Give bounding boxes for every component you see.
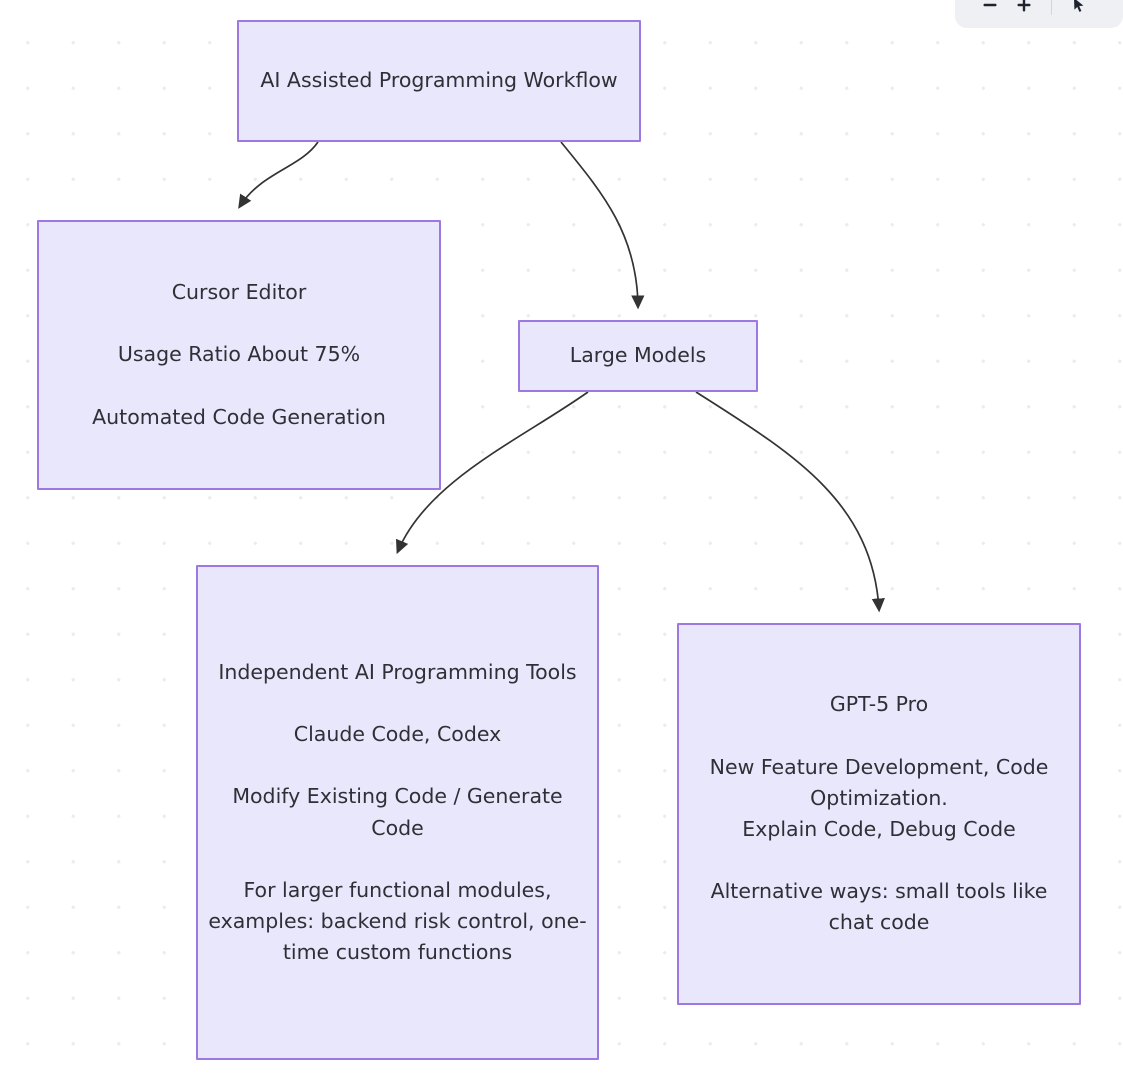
edge-root-to-large [560,141,645,310]
zoom-out-icon[interactable] [973,0,1007,22]
edge-root-to-cursor [238,141,319,209]
node-detail: Alternative ways: small tools like chat … [710,879,1048,935]
node-detail: New Feature Development, Code Optimizati… [709,754,1049,841]
node-detail: Usage Ratio About 75% [117,342,361,367]
toolbar-divider [1051,0,1052,15]
node-detail: Automated Code Generation [92,404,386,429]
node-large-models[interactable]: Large Models [518,320,758,392]
node-label: Large Models [569,343,707,368]
node-independent-ai-programming-tools[interactable]: Independent AI Programming Tools Claude … [196,565,599,1060]
node-label: GPT-5 Pro [829,692,929,717]
viewer-toolbar[interactable] [955,0,1123,28]
node-detail: For larger functional modules, examples:… [208,877,587,965]
node-ai-assisted-programming-workflow[interactable]: AI Assisted Programming Workflow [237,20,641,142]
node-label: Independent AI Programming Tools [218,659,577,684]
node-detail: Modify Existing Code / Generate Code [232,784,563,840]
pointer-icon[interactable] [1062,0,1096,22]
node-detail: Claude Code, Codex [293,722,502,747]
node-gpt-5-pro[interactable]: GPT-5 Pro New Feature Development, Code … [677,623,1081,1005]
edge-large-to-gpt [695,391,885,613]
zoom-in-icon[interactable] [1007,0,1041,22]
node-label: AI Assisted Programming Workflow [260,68,618,93]
node-cursor-editor[interactable]: Cursor Editor Usage Ratio About 75% Auto… [37,220,441,490]
node-label: Cursor Editor [171,280,307,305]
